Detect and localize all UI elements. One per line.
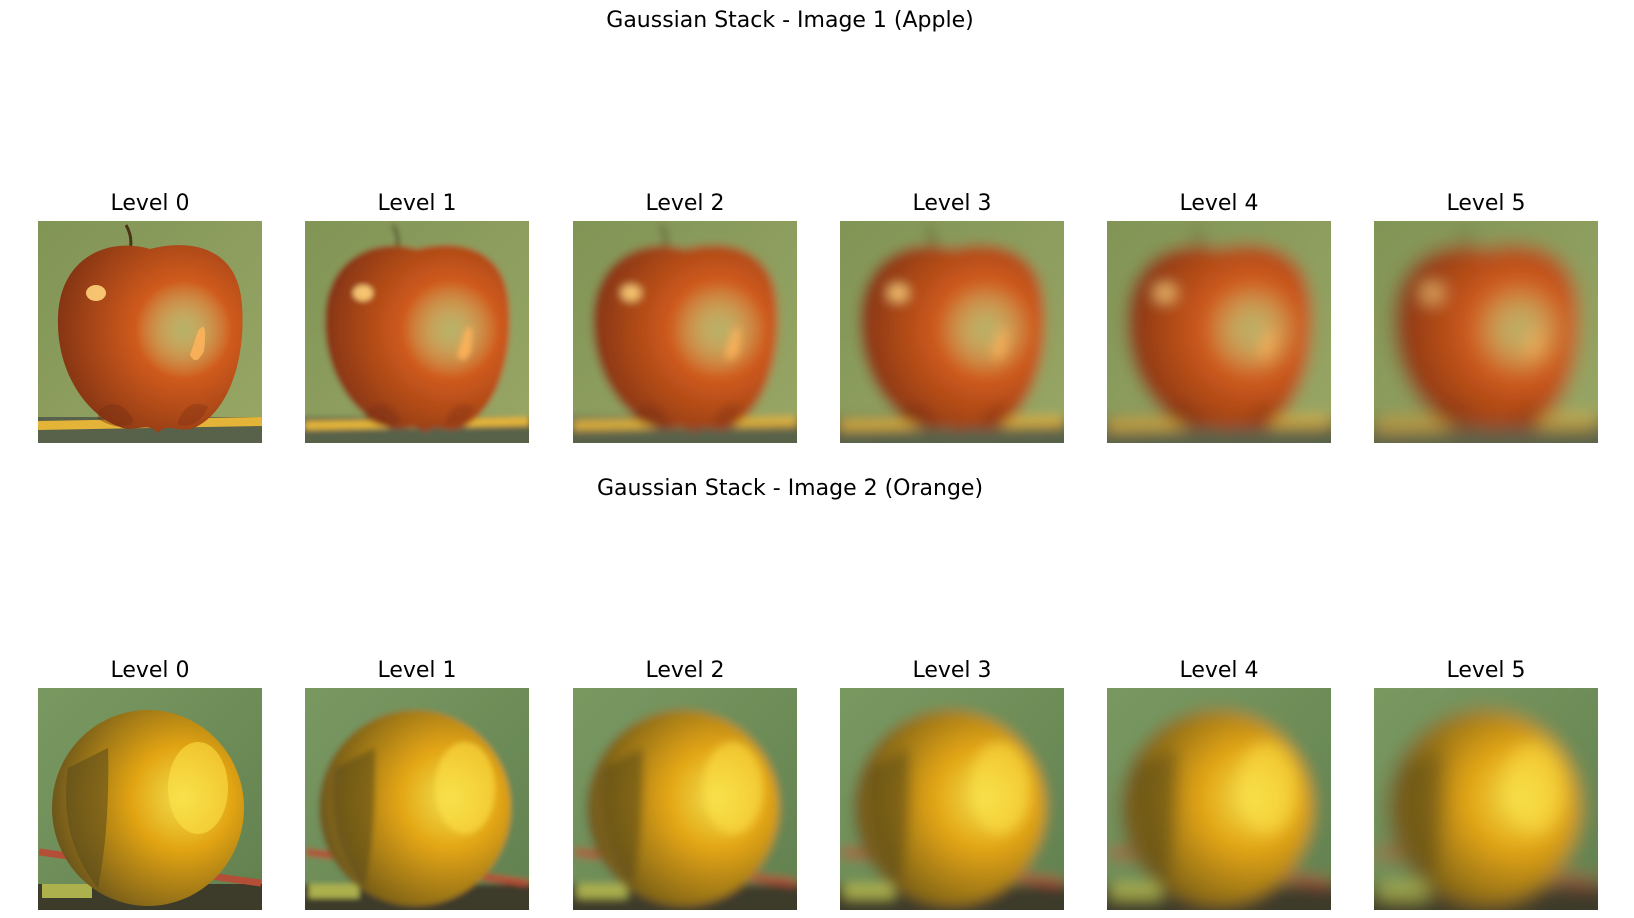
- orange-level-3-image: [840, 688, 1064, 910]
- orange-level-3-title: Level 3: [912, 658, 992, 683]
- apple-level-3-image: [840, 221, 1064, 443]
- orange-level-5-image: [1374, 688, 1598, 910]
- apple-level-2-image: [573, 221, 797, 443]
- orange-level-0-title: Level 0: [110, 658, 190, 683]
- orange-level-0-image: [38, 688, 262, 910]
- apple-level-5-image: [1374, 221, 1598, 443]
- apple-stack-title: Gaussian Stack - Image 1 (Apple): [606, 8, 974, 33]
- orange-level-1-title: Level 1: [377, 658, 457, 683]
- orange-stack-title: Gaussian Stack - Image 2 (Orange): [596, 476, 984, 501]
- apple-level-4-image: [1107, 221, 1331, 443]
- orange-level-5-title: Level 5: [1446, 658, 1526, 683]
- orange-level-2-title: Level 2: [645, 658, 725, 683]
- apple-level-5-title: Level 5: [1446, 191, 1526, 216]
- orange-level-1-image: [305, 688, 529, 910]
- orange-level-4-image: [1107, 688, 1331, 910]
- apple-level-0-title: Level 0: [110, 191, 190, 216]
- apple-level-4-title: Level 4: [1179, 191, 1259, 216]
- apple-level-0-image: [38, 221, 262, 443]
- apple-level-3-title: Level 3: [912, 191, 992, 216]
- orange-level-4-title: Level 4: [1179, 658, 1259, 683]
- apple-level-1-title: Level 1: [377, 191, 457, 216]
- apple-level-2-title: Level 2: [645, 191, 725, 216]
- orange-level-2-image: [573, 688, 797, 910]
- apple-level-1-image: [305, 221, 529, 443]
